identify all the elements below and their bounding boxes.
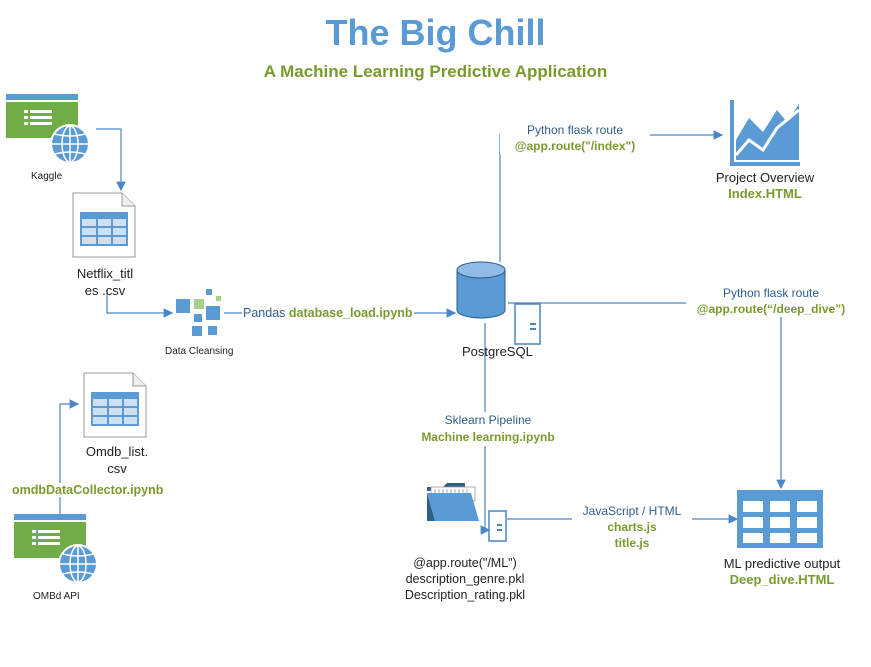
netflix-csv-label: Netflix_titl es .csv xyxy=(60,265,150,299)
arrow-postgres-to-index xyxy=(499,130,724,262)
data-cleansing-label: Data Cleansing xyxy=(165,346,234,357)
pandas-notebook: database_load.ipynb xyxy=(288,306,413,320)
route-index-path: @app.route("/index") xyxy=(514,139,636,153)
kaggle-label: Kaggle xyxy=(31,171,63,182)
sklearn-pipeline-label: Sklearn Pipeline Machine learning.ipynb xyxy=(413,412,563,446)
route-index-caption: Python flask route xyxy=(526,123,624,137)
index-html-file: Index.HTML xyxy=(728,186,802,201)
ml-output-title: ML predictive output xyxy=(723,556,841,571)
ml-output-label: ML predictive output Deep_dive.HTML xyxy=(707,556,857,588)
rating-pkl-file: Description_rating.pkl xyxy=(404,588,526,602)
output-table-icon xyxy=(737,490,825,550)
database-icon xyxy=(455,260,511,320)
netflix-csv-file-icon xyxy=(72,192,136,258)
route-deep-dive-path: @app.route(“/deep_dive”) xyxy=(696,302,846,316)
route-deep-dive-caption: Python flask route xyxy=(722,286,820,300)
arrow-postgres-to-deepdive xyxy=(508,302,786,490)
omdb-list-label: Omdb_list. csv xyxy=(72,443,162,477)
netflix-csv-label-line2: es .csv xyxy=(84,283,126,298)
route-index-label: Python flask route @app.route("/index") xyxy=(500,122,650,154)
sklearn-caption: Sklearn Pipeline xyxy=(444,413,532,427)
ml-server-icon xyxy=(488,510,508,542)
arrow-csv-to-cleansing xyxy=(106,290,174,318)
title-js-file: title.js xyxy=(614,536,650,550)
folder-icon xyxy=(425,481,481,523)
postgresql-label: PostgreSQL xyxy=(462,344,533,359)
omdb-collector-label: omdbDataCollector.ipynb xyxy=(12,483,164,497)
arrow-postgres-to-ml xyxy=(480,323,491,535)
project-overview-label: Project Overview Index.HTML xyxy=(700,170,830,202)
kaggle-web-icon xyxy=(6,94,92,166)
ml-route-path: @app.route("/ML") xyxy=(413,556,517,570)
data-cleansing-icon xyxy=(172,286,224,338)
pandas-edge-label: Pandas database_load.ipynb xyxy=(242,306,414,320)
arrow-api-to-list xyxy=(59,399,80,515)
javascript-caption: JavaScript / HTML xyxy=(582,504,682,518)
javascript-label: JavaScript / HTML charts.js title.js xyxy=(572,503,692,551)
ml-route-label: @app.route("/ML") description_genre.pkl … xyxy=(380,555,550,603)
omdb-api-web-icon xyxy=(14,514,100,586)
arrow-kaggle-to-csv xyxy=(96,128,126,192)
diagram-subtitle: A Machine Learning Predictive Applicatio… xyxy=(263,62,608,81)
omdb-csv-file-icon xyxy=(83,372,147,438)
deep-dive-html-file: Deep_dive.HTML xyxy=(729,572,835,587)
project-overview-title: Project Overview xyxy=(715,170,815,185)
server-icon xyxy=(514,303,542,345)
diagram-title: The Big Chill xyxy=(325,12,546,53)
ml-notebook: Machine learning.ipynb xyxy=(421,430,555,444)
pandas-prefix: Pandas xyxy=(243,306,286,320)
genre-pkl-file: description_genre.pkl xyxy=(405,572,525,586)
omdb-list-label-line2: csv xyxy=(107,461,127,476)
charts-js-file: charts.js xyxy=(607,520,657,534)
route-deep-dive-label: Python flask route @app.route(“/deep_div… xyxy=(686,285,856,317)
netflix-csv-label-line1: Netflix_titl xyxy=(76,266,134,281)
omdb-api-label: OMBd API xyxy=(33,591,80,602)
area-chart-icon xyxy=(729,100,801,168)
omdb-list-label-line1: Omdb_list. xyxy=(85,444,149,459)
